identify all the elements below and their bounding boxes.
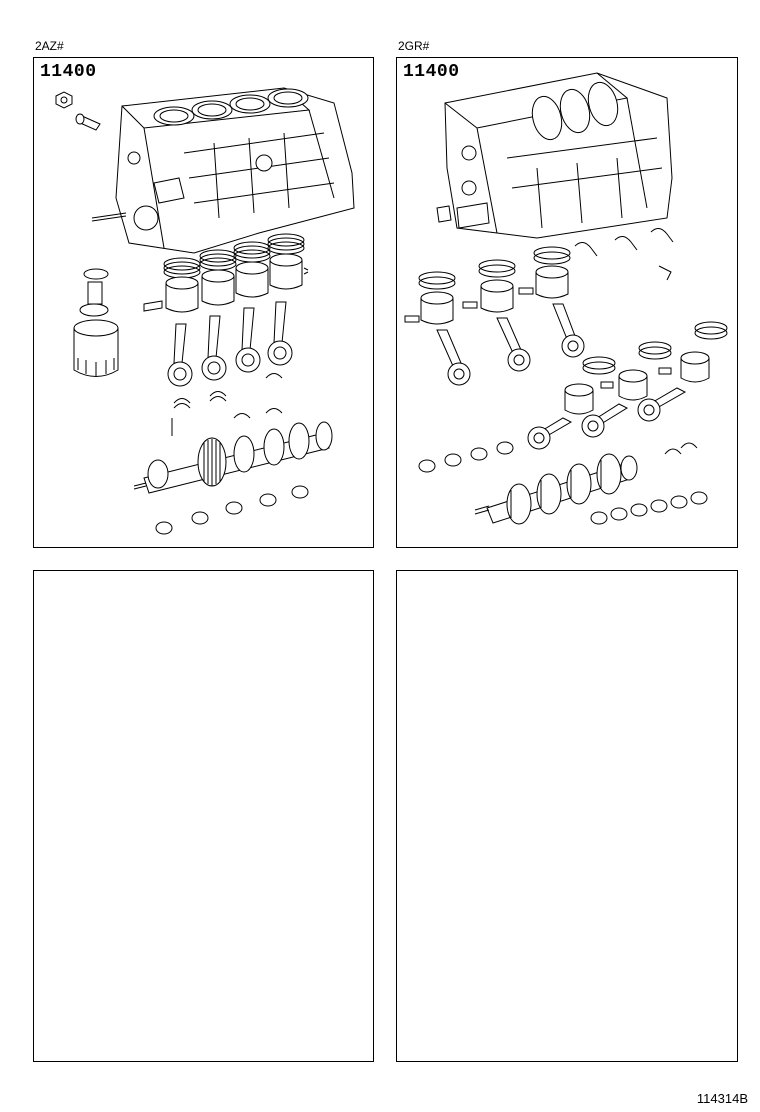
piston-ring-sets [163, 233, 305, 279]
oil-jets-and-fittings [436, 205, 674, 281]
rod-bearings-set [418, 441, 698, 473]
diagram-panel-2gr: 11400 [396, 57, 738, 548]
left-bank-pistons [404, 246, 571, 325]
main-bearings [155, 485, 309, 535]
right-bank-pistons [564, 321, 728, 415]
rod-bearings [171, 373, 283, 436]
diagram-panel-2az: 11400 [33, 57, 374, 548]
engine-block-2gr-illustration [404, 72, 728, 525]
left-bank-connecting-rods [436, 303, 585, 386]
connecting-rods [167, 301, 293, 387]
part-code-label: 11400 [403, 62, 460, 82]
oil-filter-assembly [73, 268, 119, 377]
cylinder-block-v6 [444, 72, 673, 239]
illustration-id: 114314B [696, 1091, 748, 1106]
empty-panel-bottom-left [33, 570, 374, 1062]
pistons [143, 253, 309, 313]
panel-2-engine-label: 2GR# [398, 39, 430, 53]
cylinder-block-4cyl [115, 87, 355, 254]
part-code-label: 11400 [40, 62, 97, 82]
plug-and-bolt [55, 91, 127, 222]
crankshaft [474, 453, 638, 525]
main-bearings [590, 491, 708, 525]
engine-block-2az-illustration [55, 87, 355, 535]
right-bank-connecting-rods [527, 387, 687, 450]
empty-panel-bottom-right [396, 570, 738, 1062]
panel-1-engine-label: 2AZ# [35, 39, 64, 53]
crankshaft [133, 421, 333, 494]
